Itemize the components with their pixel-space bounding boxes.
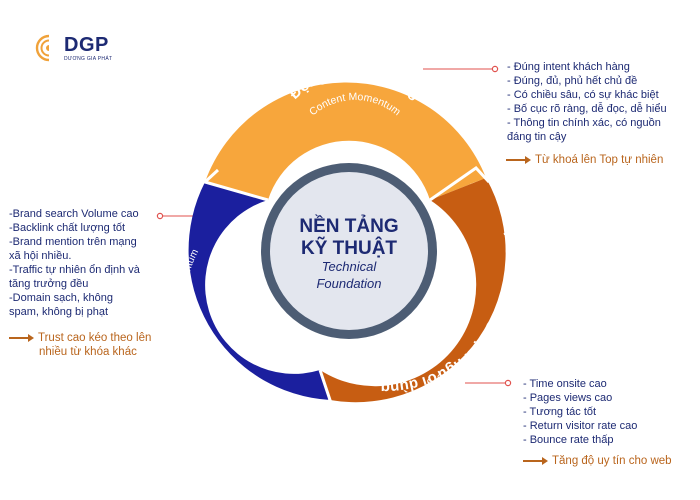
center-en-line1: Technical: [322, 259, 378, 274]
content-result-text: Từ khoá lên Top tự nhiên: [535, 154, 664, 166]
list-item: -Brand search Volume cao: [9, 208, 139, 220]
center-title-line2: KỸ THUẬT: [301, 237, 397, 259]
arrow-right-icon: [523, 456, 548, 465]
arrow-right-icon: [9, 333, 34, 342]
center-title-line1: NỀN TẢNG: [299, 215, 398, 237]
list-item: tăng trưởng đều: [9, 278, 89, 290]
list-item: - Return visitor rate cao: [523, 420, 638, 432]
authority-result-line1: Trust cao kéo theo lên: [38, 332, 152, 344]
list-item: đáng tin cậy: [507, 131, 567, 143]
authority-result-line2: nhiều từ khóa khác: [39, 346, 137, 358]
list-item: -Brand mention trên mạng: [9, 236, 137, 248]
authority-momentum-segment[interactable]: [188, 182, 330, 400]
divider-content-signals: [429, 166, 491, 202]
connector-dot-signals: [504, 379, 512, 387]
list-item: - Tương tác tốt: [523, 406, 597, 418]
dgp-logo-icon: [35, 34, 64, 62]
list-item: xã hội nhiều.: [9, 250, 72, 262]
content-result: Từ khoá lên Top tự nhiên: [506, 153, 663, 167]
content-benefits-list: - Đúng intent khách hàng - Đúng, đủ, phủ…: [507, 60, 667, 144]
list-item: - Bounce rate thấp: [523, 434, 614, 446]
signals-result: Tăng độ uy tín cho web: [523, 454, 672, 468]
logo-tagline: DƯƠNG GIA PHÁT: [64, 56, 113, 62]
list-item: - Time onsite cao: [523, 378, 607, 390]
center-en-line2: Foundation: [316, 276, 381, 291]
list-item: -Backlink chất lượng tốt: [9, 222, 126, 234]
connector-dot-authority: [156, 212, 164, 220]
logo: DGP DƯƠNG GIA PHÁT: [34, 33, 134, 65]
list-item: - Có chiều sâu, có sự khác biệt: [507, 89, 659, 101]
list-item: -Domain sạch, không: [9, 292, 113, 304]
user-signals-momentum-segment[interactable]: [320, 178, 506, 403]
content-momentum-segment[interactable]: [205, 82, 486, 200]
authority-benefits-list: -Brand search Volume cao -Backlink chất …: [9, 207, 140, 319]
signals-benefits-list: - Time onsite cao - Pages views cao - Tư…: [523, 377, 637, 447]
divider-signals-authority: [317, 369, 332, 412]
divider-content-authority: [202, 168, 269, 202]
arrow-right-icon: [506, 155, 531, 164]
connector-dot-content: [491, 65, 499, 73]
list-item: spam, không bị phạt: [9, 306, 109, 318]
list-item: - Pages views cao: [523, 392, 613, 404]
list-item: - Thông tin chính xác, có nguồn: [507, 117, 661, 129]
center-circle: [270, 172, 428, 330]
list-item: - Đúng intent khách hàng: [507, 61, 630, 73]
logo-brand: DGP: [64, 34, 109, 56]
authority-result: Trust cao kéo theo lên nhiều từ khóa khá…: [9, 331, 151, 359]
list-item: - Bố cục rõ ràng, dễ đọc, dễ hiểu: [507, 103, 667, 115]
signals-result-text: Tăng độ uy tín cho web: [552, 455, 672, 467]
list-item: -Traffic tự nhiên ổn định và: [9, 264, 140, 276]
list-item: - Đúng, đủ, phủ hết chủ đề: [507, 75, 638, 87]
